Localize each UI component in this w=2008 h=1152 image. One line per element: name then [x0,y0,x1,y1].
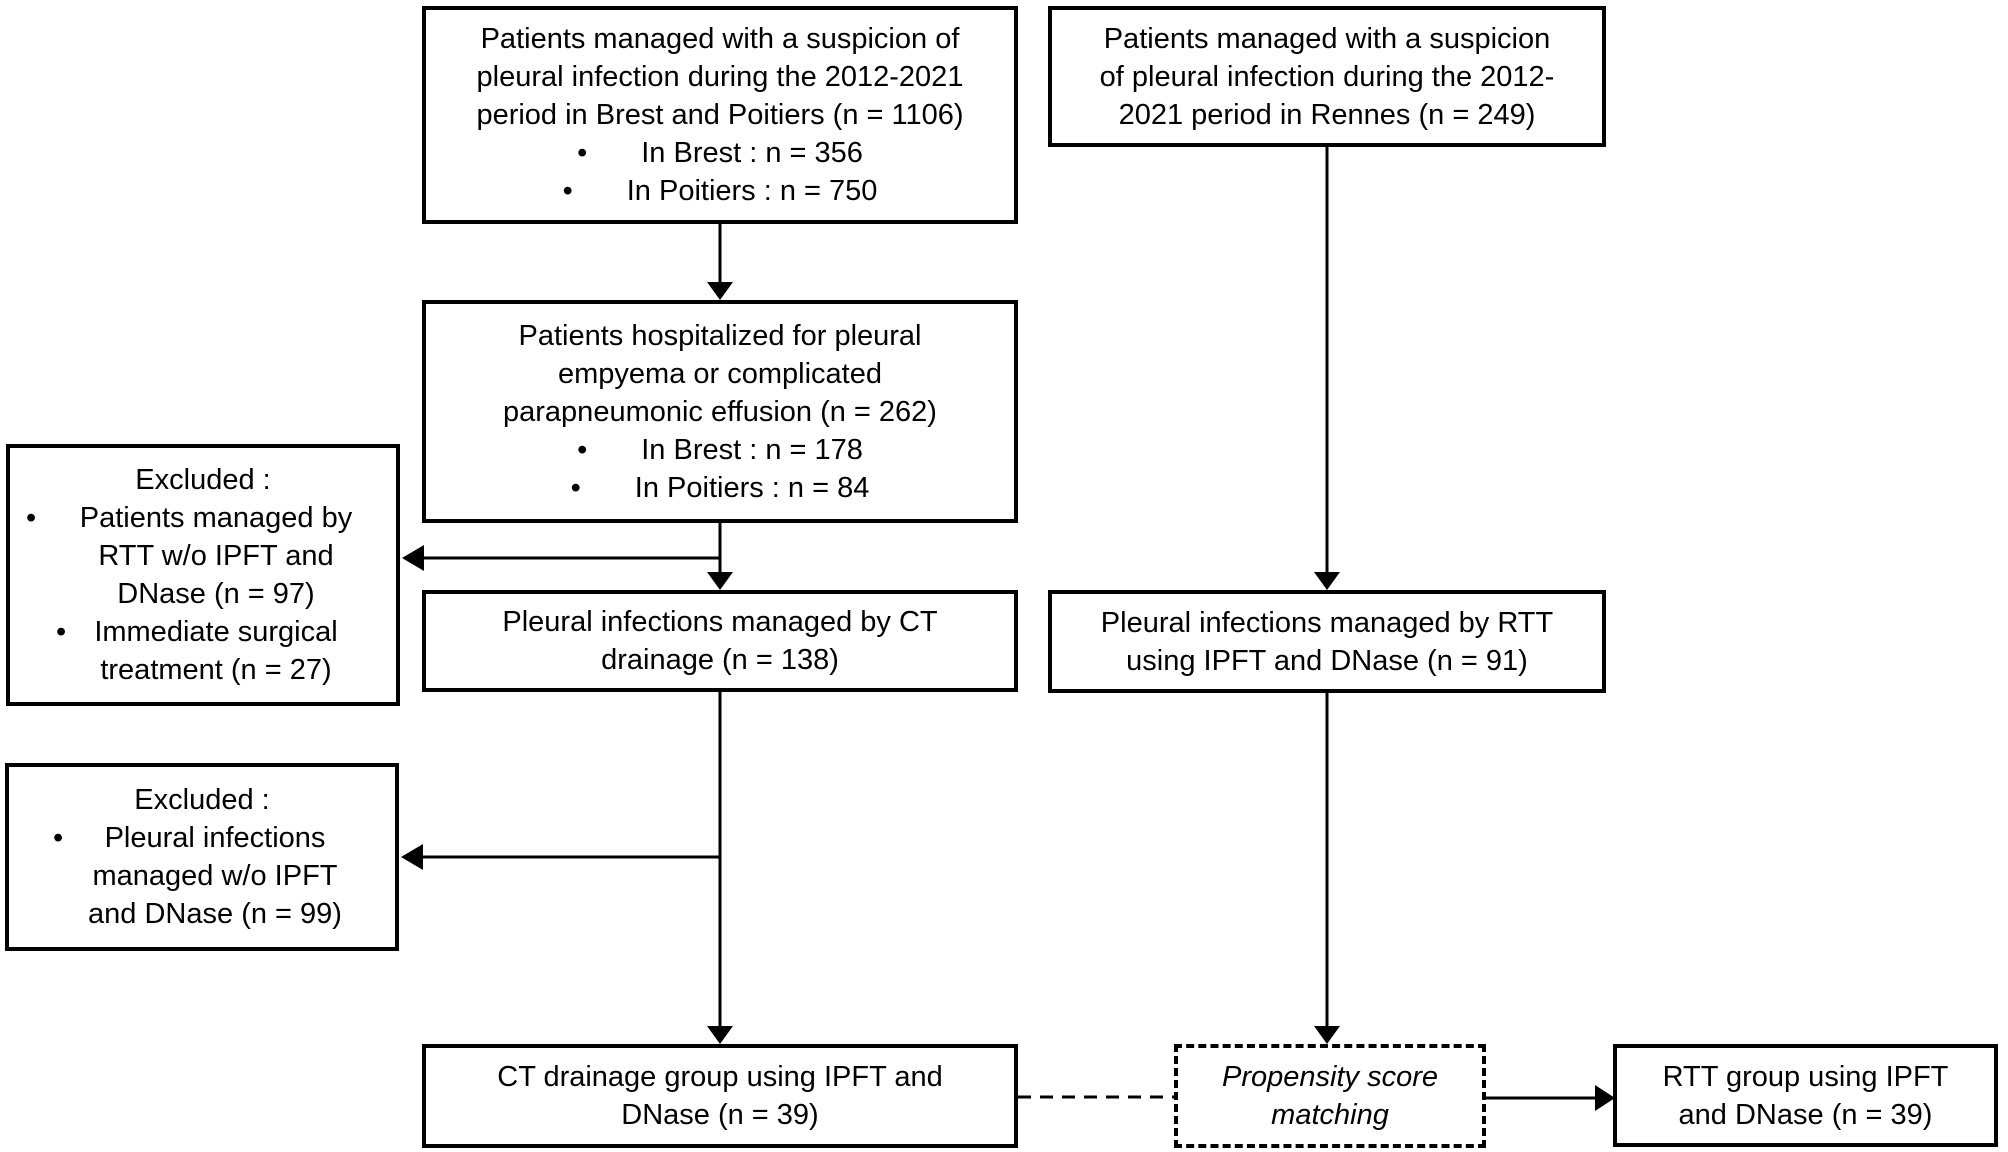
arrowhead-down-rtt [1314,572,1340,590]
text-line: Excluded : [135,464,271,496]
text-line: Patients managed with a suspicion [1103,22,1551,55]
bullet-glyph: • [570,471,581,504]
bullet-line: • In Brest : n = 178 [426,431,1014,469]
bullet-line: • Patients managed by [10,499,396,537]
text-line: empyema or complicated [558,357,882,390]
box-ct-drainage-group: CT drainage group using IPFT and DNase (… [422,1044,1018,1148]
text-line: DNase (n = 39) [621,1099,819,1131]
text-line: Pleural infections managed by RTT [1100,606,1554,639]
bullet-glyph: • [562,175,573,207]
text-line: and DNase (n = 99) [88,898,342,930]
bullet-text: In Poitiers : n = 750 [626,175,878,207]
bullet-text: In Poitiers : n = 84 [634,471,870,504]
text-line: pleural infection during the 2012-2021 [476,61,964,93]
arrowhead-left-excluded-1 [402,545,424,571]
arrowhead-left-excluded-2 [401,844,423,870]
text-line: period in Brest and Poitiers (n = 1106) [476,99,964,131]
arrowhead-down-propensity [1314,1026,1340,1044]
box-hospitalized-empyema: Patients hospitalized for pleural empyem… [422,300,1018,523]
text-line: Patients managed with a suspicion of [480,23,960,55]
text-line: Patients hospitalized for pleural [518,319,922,352]
text-line: Excluded : [134,784,270,816]
text-line: treatment (n = 27) [100,654,332,686]
text-line: and DNase (n = 39) [1678,1098,1933,1131]
bullet-glyph: • [577,137,588,169]
arrowhead-down-ctgroup [707,1026,733,1044]
bullet-line: • In Poitiers : n = 84 [426,469,1014,507]
text-line: Pleural infections managed by CT [502,606,938,638]
bullet-text: Immediate surgical [94,616,338,648]
bullet-text: Pleural infections [104,822,326,854]
text-line: matching [1271,1099,1389,1131]
box-rtt-ipft-dnase: Pleural infections managed by RTT using … [1048,590,1606,693]
box-excluded-no-ipft: Excluded : • Pleural infections managed w… [5,763,399,951]
text-line: Propensity score [1222,1061,1438,1093]
bullet-glyph: • [577,433,588,466]
text-line: DNase (n = 97) [117,578,315,610]
bullet-glyph: • [26,502,37,534]
box-excluded-rtt-surgical: Excluded : • Patients managed by RTT w/o … [6,444,400,706]
box-propensity-matching: Propensity score matching [1174,1044,1486,1148]
box-ct-drainage: Pleural infections managed by CT drainag… [422,590,1018,692]
bullet-text: In Brest : n = 178 [641,433,863,466]
text-line: using IPFT and DNase (n = 91) [1126,644,1528,677]
arrowhead-down-ctdrainage [707,572,733,590]
bullet-line: • In Poitiers : n = 750 [426,172,1014,210]
text-line: 2021 period in Rennes (n = 249) [1118,98,1536,131]
box-suspicion-brest-poitiers: Patients managed with a suspicion of ple… [422,6,1018,224]
arrowhead-right-rttgroup [1595,1085,1615,1111]
bullet-text: In Brest : n = 356 [641,137,863,169]
bullet-text: Patients managed by [79,502,353,534]
text-line: CT drainage group using IPFT and [497,1061,943,1093]
bullet-glyph: • [56,616,67,648]
text-line: managed w/o IPFT [92,860,338,892]
text-line: RTT w/o IPFT and [98,540,334,572]
bullet-line: • Immediate surgical [10,613,396,651]
text-line: parapneumonic effusion (n = 262) [503,395,937,428]
box-suspicion-rennes: Patients managed with a suspicion of ple… [1048,6,1606,147]
bullet-glyph: • [53,822,64,854]
arrowhead-down-hospitalized [707,282,733,300]
box-rtt-group: RTT group using IPFT and DNase (n = 39) [1613,1044,1998,1147]
bullet-line: • In Brest : n = 356 [426,134,1014,172]
bullet-line: • Pleural infections [9,819,395,857]
text-line: drainage (n = 138) [601,644,839,676]
text-line: RTT group using IPFT [1662,1060,1949,1093]
text-line: of pleural infection during the 2012- [1099,60,1555,93]
